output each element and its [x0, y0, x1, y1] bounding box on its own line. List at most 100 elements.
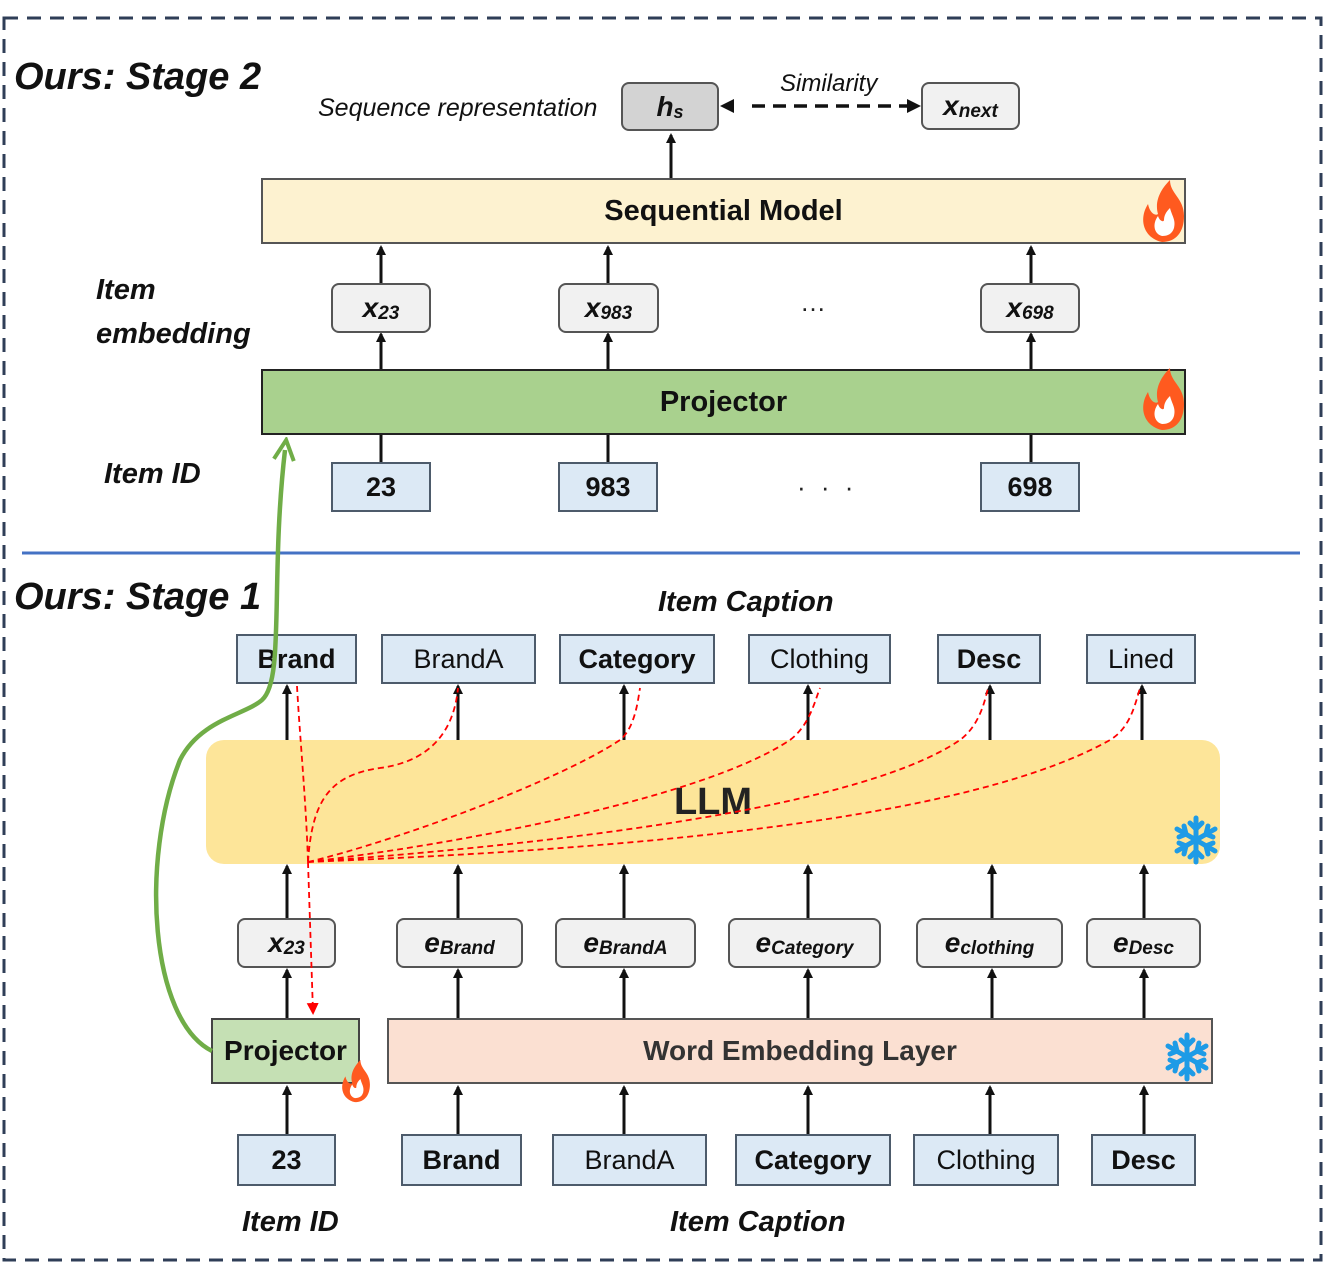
- fire-icon: [1143, 368, 1184, 430]
- ellipsis-embeddings: …: [800, 287, 830, 317]
- token-text: BrandA: [584, 1144, 675, 1175]
- embedding-main: e: [424, 927, 440, 958]
- attention-line-to-projector: [306, 861, 319, 1015]
- ellipsis-item-ids: · · ·: [797, 472, 858, 502]
- xnext-main: x: [943, 90, 959, 121]
- attention-line-branda: [307, 687, 459, 863]
- sequential-model-label: Sequential Model: [604, 194, 843, 227]
- token-text: Category: [578, 643, 696, 674]
- item-caption-bottom-label: Item Caption: [670, 1206, 846, 1238]
- sequential-model-box: Sequential Model: [261, 178, 1186, 244]
- stage2-item-id-698: 698: [980, 462, 1080, 512]
- output-token-lined: Lined: [1086, 634, 1196, 684]
- hs-sub: s: [673, 102, 684, 122]
- stage1-item-id-23: 23: [237, 1134, 336, 1186]
- output-token-branda: BrandA: [381, 634, 536, 684]
- stage2-projector-box: Projector: [261, 369, 1186, 435]
- embedding-main: e: [755, 927, 772, 958]
- word-embedding-layer-box: Word Embedding Layer: [387, 1018, 1213, 1084]
- embedding-main: e: [944, 927, 961, 958]
- output-token-category: Category: [559, 634, 715, 684]
- embedding-main: x: [1006, 292, 1022, 323]
- output-token-brand: Brand: [236, 634, 357, 684]
- token-text: Category: [754, 1144, 872, 1175]
- embedding-main: x: [362, 292, 379, 323]
- similarity-label: Similarity: [780, 70, 878, 97]
- token-text: Brand: [257, 643, 336, 674]
- embedding-sub: 698: [1021, 303, 1054, 324]
- stage2-item-id-983: 983: [558, 462, 658, 512]
- item-embedding-label-line2: embedding: [96, 318, 251, 350]
- attention-line-lined: [307, 687, 1141, 863]
- embedding-sub: Desc: [1128, 938, 1174, 959]
- attention-line-clothing: [307, 687, 821, 863]
- embedding-sub: 23: [283, 938, 305, 959]
- item-id-text: 983: [585, 471, 631, 502]
- hs-main: h: [656, 90, 674, 122]
- item-embedding-label-line1: Item: [96, 274, 156, 306]
- embedding-sub: Category: [771, 938, 854, 959]
- embedding-main: e: [1113, 927, 1129, 958]
- embedding-sub: Brand: [439, 938, 495, 959]
- attention-lines: [296, 685, 1141, 1015]
- token-text: Brand: [422, 1144, 501, 1175]
- stage2-title: Ours: Stage 2: [14, 56, 262, 98]
- fire-icon: [1143, 180, 1184, 242]
- snowflake-icon: [1165, 1032, 1209, 1082]
- sequence-representation-label: Sequence representation: [318, 94, 598, 122]
- input-token-clothing: Clothing: [913, 1134, 1059, 1186]
- stage1-item-id-label: Item ID: [242, 1206, 339, 1238]
- input-token-desc: Desc: [1091, 1134, 1196, 1186]
- input-token-branda: BrandA: [552, 1134, 707, 1186]
- attention-line-brand: [296, 685, 309, 863]
- embedding-main: e: [583, 927, 599, 958]
- stage2-item-id-23: 23: [331, 462, 431, 512]
- embedding-sub: BrandA: [598, 938, 668, 959]
- fire-icon: [342, 1060, 370, 1103]
- similarity-arrow-left: [720, 99, 734, 113]
- input-token-category: Category: [735, 1134, 891, 1186]
- embedding-main: x: [268, 927, 284, 958]
- stage2-item-id-label: Item ID: [104, 458, 201, 490]
- input-token-brand: Brand: [401, 1134, 522, 1186]
- token-text: Lined: [1107, 643, 1175, 674]
- item-id-text: 698: [1007, 471, 1053, 502]
- output-token-clothing: Clothing: [748, 634, 891, 684]
- embedding-main: x: [584, 292, 601, 323]
- stage2-projector-label: Projector: [659, 385, 788, 418]
- stage1-title: Ours: Stage 1: [14, 576, 262, 618]
- xnext-sub: next: [958, 101, 998, 122]
- stage1-projector-label: Projector: [224, 1035, 347, 1066]
- llm-label: LLM: [673, 780, 753, 823]
- output-token-desc: Desc: [937, 634, 1041, 684]
- item-id-text: 23: [365, 471, 397, 502]
- attention-line-desc: [307, 687, 989, 863]
- attention-line-category: [307, 687, 641, 863]
- token-text: Desc: [956, 643, 1022, 674]
- token-text: Clothing: [936, 1144, 1036, 1175]
- llm-box: LLM: [206, 740, 1220, 864]
- word-embedding-label: Word Embedding Layer: [643, 1035, 957, 1066]
- projector-transfer-curve: [153, 450, 285, 1054]
- token-text: BrandA: [413, 643, 504, 674]
- embedding-sub: clothing: [960, 938, 1035, 959]
- snowflake-icon: [1174, 815, 1218, 865]
- outer-dashed-border: [2, 16, 1323, 1262]
- item-id-text: 23: [271, 1144, 302, 1175]
- embedding-sub: 983: [600, 303, 633, 324]
- embedding-sub: 23: [378, 303, 400, 324]
- item-caption-top-label: Item Caption: [658, 586, 834, 618]
